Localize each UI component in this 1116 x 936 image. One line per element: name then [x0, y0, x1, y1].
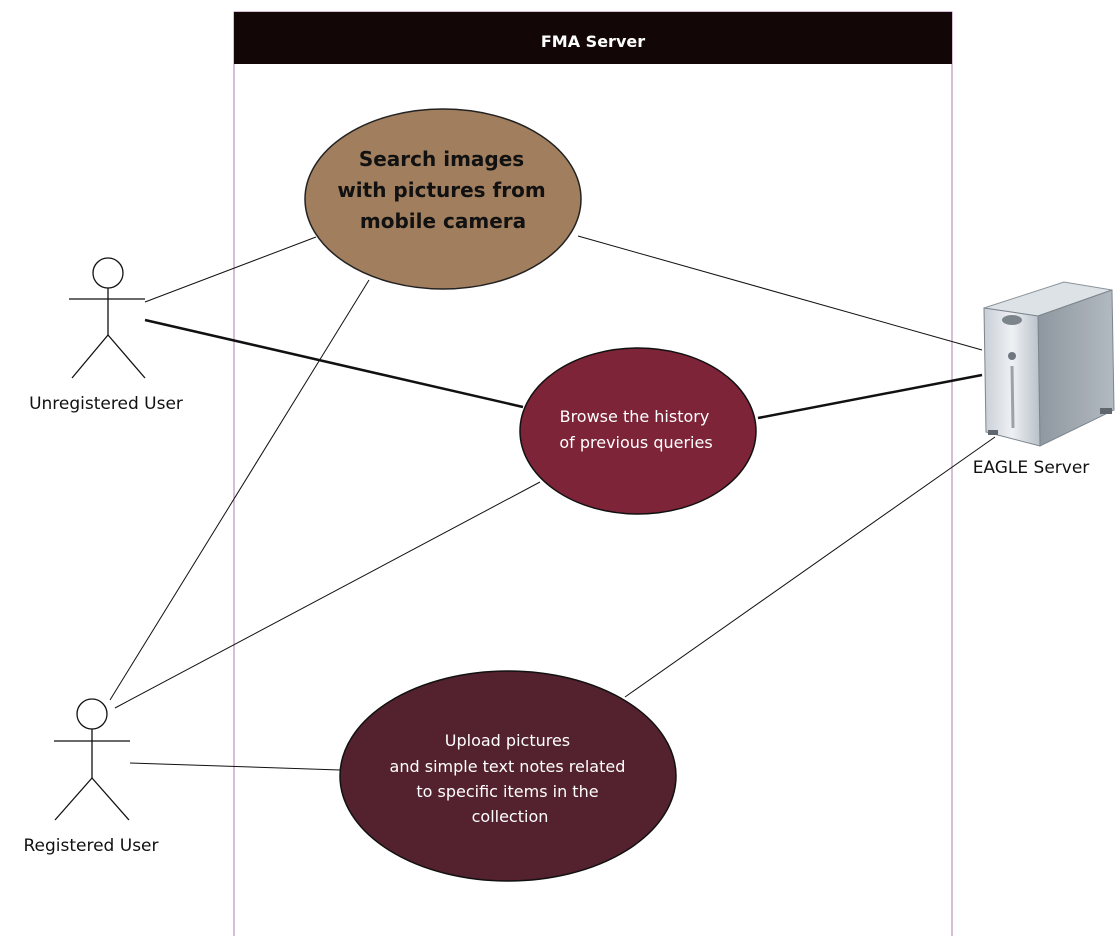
system-header — [234, 12, 952, 64]
use-case-search-line-2: with pictures from — [337, 178, 545, 202]
actor-leg-right — [107, 334, 146, 379]
use-case-upload-line-3: to specific items in the — [416, 782, 598, 801]
actor-server-label: EAGLE Server — [973, 458, 1090, 478]
server-power-button — [1008, 352, 1016, 360]
server-foot-right — [1100, 408, 1112, 414]
actor-leg-left — [54, 777, 93, 821]
use-case-search-shape[interactable] — [304, 108, 582, 290]
actor-unregistered-label: Unregistered User — [29, 394, 183, 414]
use-case-browse-line-2: of previous queries — [559, 433, 712, 452]
system-boundary: FMA Server — [233, 11, 953, 936]
use-case-search-line-3: mobile camera — [360, 209, 526, 233]
actor-head — [76, 698, 108, 730]
actor-registered-label: Registered User — [23, 836, 158, 856]
use-case-search-text: Search images with pictures from mobile … — [337, 147, 552, 233]
assoc-browse-server — [757, 373, 983, 420]
assoc-registered-search — [109, 279, 370, 701]
assoc-unregistered-browse — [144, 318, 524, 409]
use-case-upload-shape[interactable] — [339, 670, 677, 882]
use-case-upload-text: Upload pictures and simple text notes re… — [390, 731, 631, 826]
actor-registered-user[interactable] — [54, 698, 130, 821]
use-case-upload[interactable]: Upload pictures and simple text notes re… — [339, 670, 677, 882]
use-case-upload-line-1: Upload pictures — [445, 731, 570, 750]
use-case-search-line-1: Search images — [359, 147, 524, 171]
use-case-search[interactable]: Search images with pictures from mobile … — [304, 108, 582, 290]
use-case-browse-text: Browse the history of previous queries — [559, 407, 714, 452]
actor-leg-right — [91, 777, 130, 821]
actor-unregistered-user[interactable] — [69, 257, 146, 379]
associations — [109, 235, 996, 771]
use-case-upload-line-2: and simple text notes related — [390, 757, 626, 776]
use-case-browse-shape[interactable] — [519, 347, 757, 515]
assoc-upload-server — [624, 436, 996, 698]
use-case-upload-line-4: collection — [472, 807, 549, 826]
actor-head — [92, 257, 124, 289]
assoc-search-server — [577, 235, 983, 351]
system-title: FMA Server — [541, 32, 645, 51]
assoc-unregistered-search — [144, 236, 317, 303]
assoc-registered-browse — [114, 481, 541, 709]
actor-leg-left — [71, 334, 109, 379]
server-slot — [1010, 365, 1015, 429]
server-side — [1037, 289, 1115, 447]
use-case-browse[interactable]: Browse the history of previous queries — [519, 347, 757, 515]
server-drive-bay — [1002, 315, 1022, 325]
server-tower-icon[interactable] — [983, 281, 1115, 447]
server-foot-left — [988, 430, 998, 435]
use-case-browse-line-1: Browse the history — [560, 407, 710, 426]
assoc-registered-upload — [129, 762, 341, 771]
